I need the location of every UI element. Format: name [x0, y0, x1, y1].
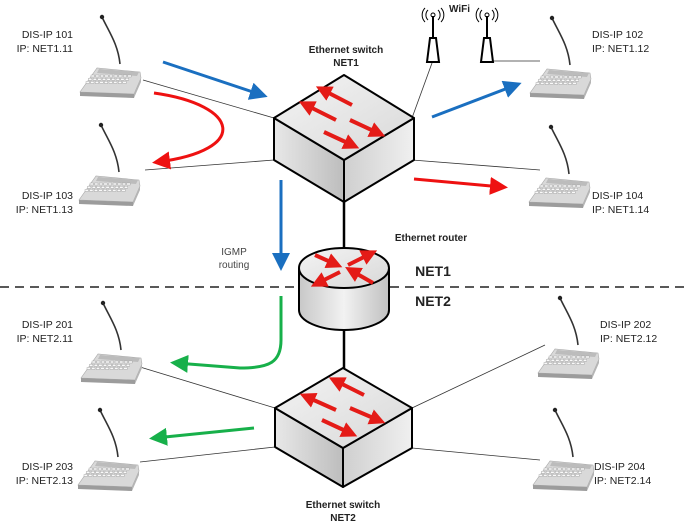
net1-label: NET1	[415, 263, 451, 279]
device-station-104	[528, 124, 591, 208]
flow-arrow-101-to-switch	[162, 60, 268, 100]
device-ip-202: IP: NET2.12	[600, 333, 657, 345]
wifi-label: WiFi	[449, 4, 470, 15]
switch1-label-line2: NET1	[333, 58, 359, 69]
wifi-antenna-2	[475, 7, 499, 63]
device-name-201: DIS-IP 201	[22, 319, 73, 331]
device-station-201	[80, 300, 143, 384]
link-104	[411, 159, 541, 171]
device-ip-101: IP: NET1.11	[17, 43, 74, 55]
flow-arrow-to-203	[149, 426, 255, 446]
flow-arrows	[149, 60, 522, 446]
net2-label: NET2	[415, 293, 451, 309]
ethernet-switch-net2	[274, 367, 413, 488]
device-station-204	[532, 407, 595, 491]
igmp-label-line1: IGMP	[221, 247, 247, 258]
flow-arrow-to-201	[170, 296, 283, 373]
flow-arrow-101-to-103	[152, 91, 225, 170]
link-204	[411, 447, 541, 461]
device-ip-103: IP: NET1.13	[16, 204, 73, 216]
switch-arrows-icon	[299, 377, 386, 437]
ethernet-switch-net1	[273, 74, 415, 203]
device-name-104: DIS-IP 104	[592, 190, 643, 202]
switch2-label-line1: Ethernet switch	[306, 500, 380, 511]
ethernet-router	[298, 247, 390, 331]
router-label: Ethernet router	[395, 233, 467, 244]
wifi-antenna-1	[421, 7, 445, 63]
router-arrows-icon	[310, 250, 378, 287]
wifi-signal-icon	[475, 7, 499, 23]
device-labels: DIS-IP 101 IP: NET1.11 DIS-IP 102 IP: NE…	[16, 29, 658, 487]
device-station-203	[77, 407, 140, 491]
link-202	[411, 344, 546, 409]
device-station-202	[537, 295, 600, 379]
device-station-101	[79, 14, 142, 98]
device-name-204: DIS-IP 204	[594, 461, 645, 473]
device-ip-204: IP: NET2.14	[594, 475, 651, 487]
link-wifi1	[411, 62, 433, 119]
link-101	[142, 79, 275, 119]
device-name-202: DIS-IP 202	[600, 319, 651, 331]
device-name-102: DIS-IP 102	[592, 29, 643, 41]
device-ip-104: IP: NET1.14	[592, 204, 649, 216]
link-201	[139, 366, 276, 409]
device-ip-102: IP: NET1.12	[592, 43, 649, 55]
switch2-label-line2: NET2	[330, 513, 356, 524]
igmp-label-line2: routing	[219, 260, 250, 271]
link-203	[139, 446, 276, 463]
device-station-102	[529, 15, 592, 99]
device-name-101: DIS-IP 101	[22, 29, 73, 41]
switch-arrows-icon	[298, 86, 386, 149]
device-name-203: DIS-IP 203	[22, 461, 73, 473]
device-name-103: DIS-IP 103	[22, 190, 73, 202]
device-ip-201: IP: NET2.11	[17, 333, 74, 345]
flow-arrow-switch-to-104	[413, 176, 508, 195]
device-station-103	[78, 122, 141, 206]
flow-arrow-switch-to-102	[431, 80, 522, 119]
device-ip-203: IP: NET2.13	[16, 475, 73, 487]
wifi-signal-icon	[421, 7, 445, 23]
dis-ip-devices	[77, 14, 600, 491]
switch1-label-line1: Ethernet switch	[309, 45, 383, 56]
